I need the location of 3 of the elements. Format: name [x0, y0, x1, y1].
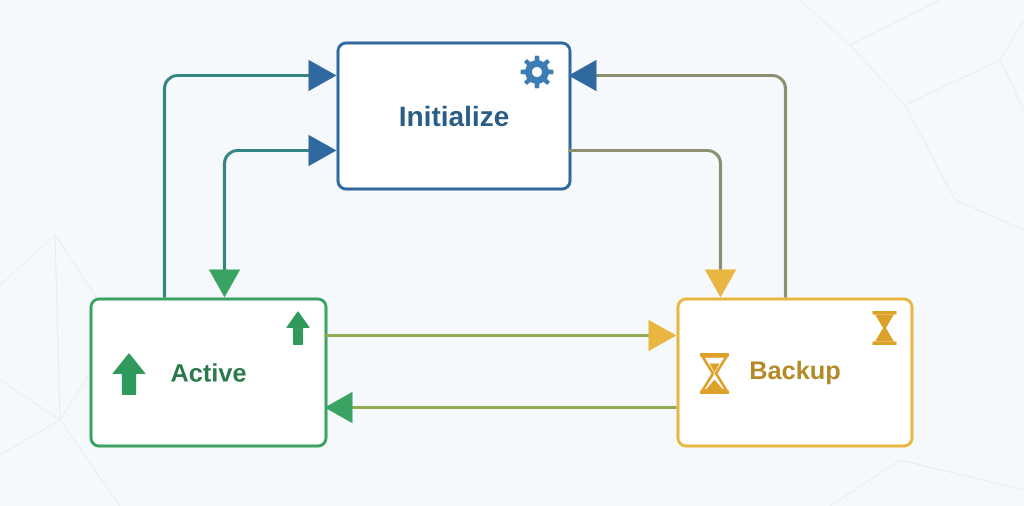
state-box: Initialize [336, 41, 572, 191]
state-box: Backup [676, 297, 914, 448]
state-box: Active [89, 297, 328, 448]
